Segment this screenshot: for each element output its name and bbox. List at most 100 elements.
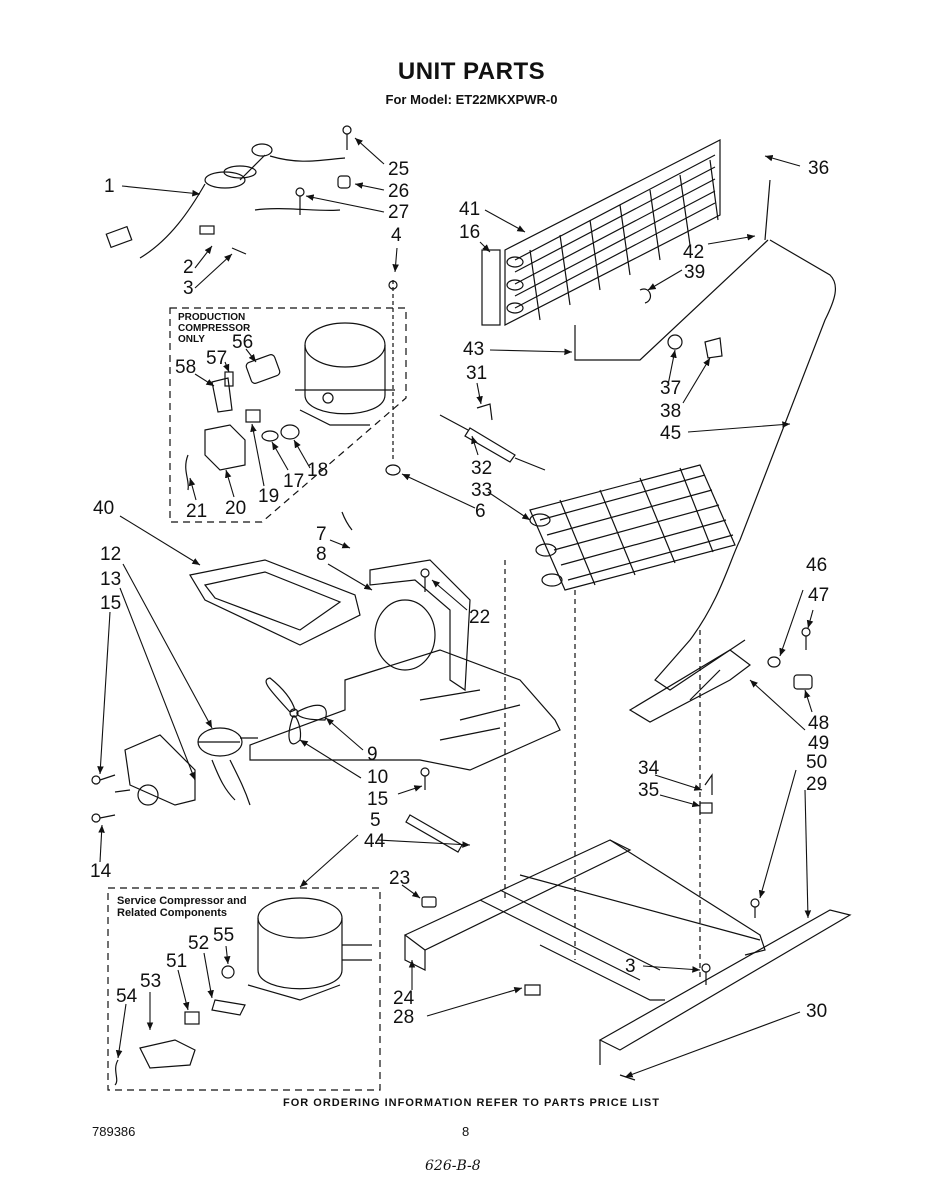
- part-30: [619, 1074, 636, 1081]
- service-box-label-line2: Related Components: [117, 907, 228, 920]
- screw-14: [91, 813, 116, 823]
- callout-1: 1: [104, 176, 115, 197]
- callout-6: 6: [475, 501, 486, 522]
- callout-53: 53: [140, 971, 162, 992]
- screw-22: [420, 568, 430, 592]
- callout-24: 24: [393, 988, 415, 1009]
- screw-25: [342, 125, 352, 150]
- callout-3-base: 3: [625, 956, 636, 977]
- overload-19: [245, 409, 261, 423]
- callout-20: 20: [225, 498, 247, 519]
- callout-25: 25: [388, 159, 410, 180]
- screw-15b: [420, 767, 430, 790]
- model-subtitle: For Model: ET22MKXPWR-0: [385, 92, 558, 107]
- callout-52: 52: [188, 933, 210, 954]
- cover-53: [139, 1039, 196, 1069]
- callout-18: 18: [307, 460, 329, 481]
- bracket-38: [704, 337, 723, 359]
- grommet-18: [280, 424, 300, 440]
- callout-9: 9: [367, 744, 378, 765]
- callout-38: 38: [660, 401, 682, 422]
- clip-34-35: [699, 773, 713, 814]
- screw-7: [341, 511, 353, 531]
- screw-47: [801, 627, 811, 650]
- part-52: [211, 999, 246, 1016]
- callout-28: 28: [393, 1007, 415, 1028]
- callout-51: 51: [166, 951, 188, 972]
- callout-42: 42: [683, 242, 705, 263]
- baffle-49: [628, 649, 751, 723]
- power-cord-part: [105, 143, 346, 259]
- callout-13: 13: [100, 569, 122, 590]
- relay-20: [204, 424, 246, 471]
- callout-50: 50: [806, 752, 828, 773]
- base-frame-part: [403, 560, 852, 1065]
- callout-12: 12: [100, 544, 122, 565]
- callout-5: 5: [370, 810, 381, 831]
- callout-36: 36: [808, 158, 830, 179]
- part-28: [524, 984, 541, 996]
- screw-27: [295, 187, 305, 215]
- callout-19: 19: [258, 486, 280, 507]
- document-number: 789386: [92, 1124, 136, 1139]
- production-box-label-line1: PRODUCTION: [178, 312, 246, 323]
- production-box-label: PRODUCTION COMPRESSOR ONLY: [178, 312, 250, 345]
- callout-45: 45: [660, 423, 682, 444]
- production-compressor: [295, 322, 395, 426]
- callout-16: 16: [459, 222, 481, 243]
- callout-58: 58: [175, 357, 197, 378]
- part-55: [221, 965, 235, 979]
- service-box-label-line1: Service Compressor and: [117, 895, 247, 907]
- fan-motor-part: [197, 727, 258, 806]
- production-compressor-box: [169, 307, 407, 523]
- callout-33: 33: [471, 480, 493, 501]
- callout-14: 14: [90, 861, 112, 882]
- callout-41: 41: [459, 199, 481, 220]
- callout-4: 4: [391, 225, 402, 246]
- screw-15a: [91, 774, 116, 785]
- service-box-label: Service Compressor and Related Component…: [117, 895, 247, 919]
- evaporator-coil-part: [529, 464, 736, 591]
- production-box-label-line2: COMPRESSOR: [178, 323, 251, 334]
- service-compressor-box: [107, 887, 381, 1091]
- service-compressor: [247, 897, 372, 1001]
- part-51: [184, 1011, 200, 1025]
- callout-49: 49: [808, 733, 830, 754]
- screw-50: [750, 898, 760, 918]
- retainer-17: [261, 430, 279, 442]
- callout-39: 39: [684, 262, 706, 283]
- callout-17: 17: [283, 471, 305, 492]
- callout-26: 26: [388, 181, 410, 202]
- callout-23: 23: [389, 868, 411, 889]
- callout-46: 46: [806, 555, 828, 576]
- clip-31: [476, 403, 493, 421]
- page-title: UNIT PARTS: [397, 58, 546, 85]
- callout-35: 35: [638, 780, 660, 801]
- handwritten-note: 626-B-8: [425, 1158, 481, 1174]
- clip-48: [793, 674, 813, 690]
- callout-32: 32: [471, 458, 493, 479]
- grommet-37: [667, 334, 683, 350]
- callout-30: 30: [806, 1001, 828, 1022]
- fan-bracket-part: [249, 559, 561, 771]
- tie-44: [405, 814, 463, 853]
- condenser-coil-part: [481, 139, 721, 326]
- callout-8: 8: [316, 544, 327, 565]
- grommet-46: [767, 656, 781, 668]
- clip-26: [337, 175, 351, 189]
- callout-44: 44: [364, 831, 386, 852]
- screw-3: [701, 963, 711, 985]
- drier-32: [439, 414, 546, 471]
- callout-7: 7: [316, 524, 327, 545]
- callout-2: 2: [183, 257, 194, 278]
- callout-10: 10: [367, 767, 389, 788]
- page-number: 8: [462, 1124, 470, 1139]
- clip-39: [639, 288, 652, 304]
- callout-55: 55: [213, 925, 235, 946]
- refrigerant-tube: [654, 239, 837, 691]
- callout-31: 31: [466, 363, 488, 384]
- callout-43: 43: [463, 339, 485, 360]
- clip-21: [185, 454, 189, 491]
- callout-15-upper: 15: [100, 593, 122, 614]
